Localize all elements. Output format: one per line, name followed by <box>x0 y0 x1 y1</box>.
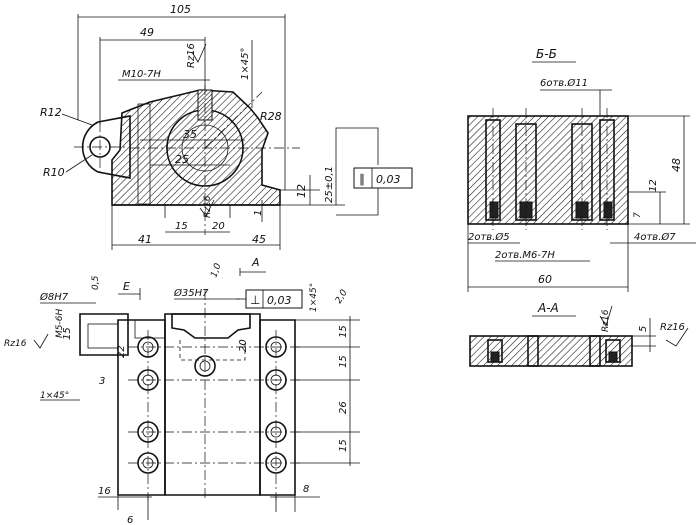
tolerance-frame-top <box>353 167 413 189</box>
plan-d8h7: Ø8H7 <box>39 291 69 303</box>
plan-d3: 3 <box>99 376 105 387</box>
plan-chamfer2: 1×45° <box>40 391 69 401</box>
dim-105: 105 <box>170 3 191 16</box>
dim-25: 25 <box>175 153 189 166</box>
plan-view: Ø8H7 0,5 E Ø35H7 1,0 А ⊥ 0,03 1×45° 2,0 … <box>4 256 360 525</box>
dim-r28: R28 <box>260 110 282 123</box>
section-b-60: 60 <box>538 273 552 286</box>
plan-r15b: 15 <box>338 355 349 368</box>
dim-r12: R12 <box>40 106 62 119</box>
dim-41: 41 <box>138 233 152 246</box>
plan-d05: 0,5 <box>91 275 101 290</box>
section-b-7: 7 <box>633 212 643 218</box>
dim-45: 45 <box>252 233 266 246</box>
section-a-rz16: Rz16 <box>601 309 611 332</box>
front-body-outline <box>111 89 281 206</box>
section-b-threads: 2отв.M6-7H <box>495 250 555 261</box>
plan-d22: 22 <box>116 345 127 358</box>
plan-d10: 1,0 <box>209 262 223 279</box>
plan-datum-a: А <box>251 256 260 269</box>
plan-m56h: M5-6H <box>55 309 65 338</box>
plan-chamfer: 1×45° <box>309 283 319 312</box>
plan-d6: 6 <box>127 515 133 525</box>
plan-d20b: 20 <box>238 339 249 352</box>
front-view: 105 49 M10-7H Rz16 1×45° R12 R28 35 25 R… <box>40 3 413 250</box>
center-line-upper <box>204 91 263 149</box>
dim-20-front: 20 <box>212 221 225 232</box>
plan-d20: 2,0 <box>334 288 350 306</box>
plan-r15c: 15 <box>338 439 349 452</box>
section-a-rz16b: Rz16 <box>660 322 685 333</box>
vertical-hole-left <box>137 103 151 205</box>
dim-m10: M10-7H <box>122 69 161 80</box>
section-b-holes-left: 2отв.Ø5 <box>468 231 510 243</box>
section-b-48: 48 <box>670 158 683 172</box>
dim-rz16-front: Rz16 <box>203 195 213 218</box>
plan-d16: 16 <box>98 486 111 497</box>
dim-49: 49 <box>140 26 154 39</box>
tolerance-top-val: 0,03 <box>376 173 401 186</box>
plan-d8: 8 <box>303 484 309 495</box>
section-b-title: Б-Б <box>536 47 557 61</box>
plan-d35h7: Ø35H7 <box>173 287 209 299</box>
section-a-title: А-А <box>537 301 559 315</box>
plan-d15: 15 <box>62 327 73 340</box>
dim-25-tol: 25±0,1 <box>324 166 335 203</box>
dim-rz16-top: Rz16 <box>186 43 197 68</box>
section-a-5: 5 <box>638 326 649 332</box>
plan-r26: 26 <box>338 401 349 414</box>
dim-15-front: 15 <box>175 221 188 232</box>
dim-35: 35 <box>183 128 197 141</box>
dim-12: 12 <box>295 184 308 198</box>
section-a: А-А Rz16 5 Rz16 <box>469 301 689 367</box>
section-b-holes-top: 6отв.Ø11 <box>540 77 588 89</box>
dim-r10: R10 <box>43 166 65 179</box>
tolerance-top-sym: ∥ <box>359 172 365 186</box>
dim-chamfer-top: 1×45° <box>240 48 251 80</box>
left-lug <box>81 115 131 179</box>
section-b-holes-right: 4отв.Ø7 <box>634 231 676 243</box>
plan-rz16: Rz16 <box>4 339 27 349</box>
section-a-body <box>469 335 633 367</box>
tolerance-plan-sym: ⊥ <box>250 293 260 307</box>
section-b-12: 12 <box>648 179 659 192</box>
dim-1: 1 <box>253 210 264 216</box>
tolerance-plan-val: 0,03 <box>267 294 292 307</box>
plan-r15a: 15 <box>338 325 349 338</box>
section-b: Б-Б 6отв.Ø11 48 12 7 2отв.Ø5 4отв.Ø7 2от… <box>467 47 696 292</box>
plan-label-e: E <box>123 280 130 293</box>
